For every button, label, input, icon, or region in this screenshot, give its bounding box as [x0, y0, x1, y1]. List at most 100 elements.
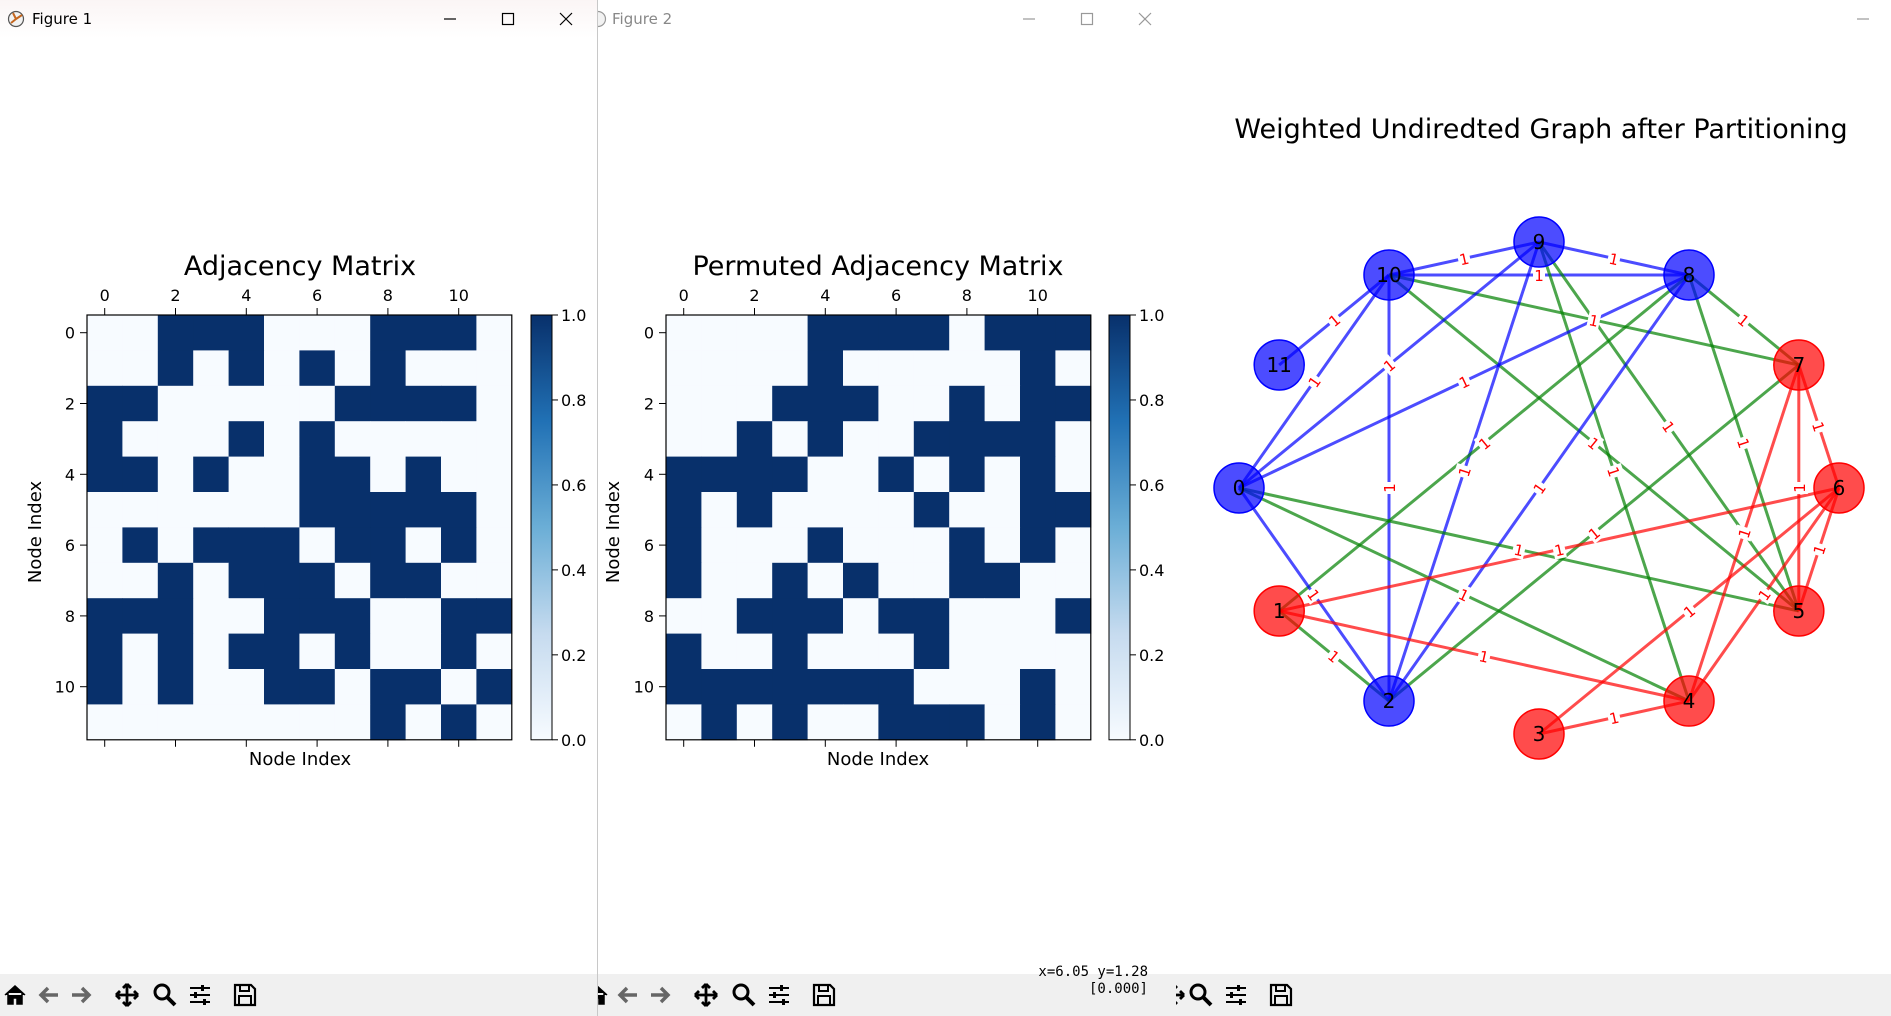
- graph-node: 10: [1363, 249, 1415, 301]
- zoom-icon: [1189, 983, 1213, 1007]
- matrix-cell: [949, 385, 985, 422]
- matrix-cell: [878, 492, 915, 528]
- save-button[interactable]: [230, 981, 260, 1009]
- edge-label-background: [1454, 370, 1474, 393]
- node-label: 11: [1266, 353, 1291, 377]
- minimize-button[interactable]: [1834, 0, 1891, 38]
- configure-subplots-button[interactable]: [764, 981, 794, 1009]
- matrix-cell: [843, 350, 879, 387]
- configure-subplots-button[interactable]: [1221, 981, 1251, 1009]
- forward-button[interactable]: [66, 981, 96, 1009]
- figure1-titlebar[interactable]: Figure 1: [0, 0, 597, 38]
- home-icon: [598, 985, 608, 1005]
- graph-node: 6: [1813, 462, 1865, 514]
- forward-button[interactable]: [645, 981, 675, 1009]
- matrix-cell: [228, 492, 265, 528]
- matrix-cell: [228, 562, 265, 599]
- close-icon: [1138, 12, 1152, 26]
- back-button[interactable]: [613, 981, 643, 1009]
- edge-weight-label: 1: [1733, 434, 1755, 452]
- matrix-cell: [193, 492, 229, 528]
- matrix-cell: [913, 492, 950, 528]
- matrix-cell: [701, 456, 738, 493]
- minimize-button[interactable]: [1000, 0, 1058, 38]
- maximize-button[interactable]: [479, 0, 537, 38]
- pan-button[interactable]: [691, 981, 721, 1009]
- minimize-button[interactable]: [421, 0, 479, 38]
- edge-weight-label: 1: [1533, 265, 1545, 285]
- zoom-button[interactable]: [729, 981, 759, 1009]
- edge-weight-label: 1: [1528, 477, 1550, 499]
- matrix-cell: [772, 385, 808, 422]
- matrix-cell: [807, 456, 844, 493]
- node-circle: [1513, 708, 1565, 760]
- edge-label-background: [1753, 584, 1775, 605]
- zoom-button[interactable]: [150, 981, 180, 1009]
- save-button[interactable]: [1266, 981, 1296, 1009]
- zoom-button[interactable]: [1186, 981, 1216, 1009]
- close-button[interactable]: [1116, 0, 1174, 38]
- matrix-cell: [772, 633, 808, 670]
- home-button[interactable]: [598, 981, 612, 1009]
- matrix-cell: [1055, 527, 1092, 564]
- matrix-cell: [157, 350, 194, 387]
- matrix-cell: [984, 598, 1021, 634]
- matrix-cell: [228, 527, 265, 564]
- edge-label-background: [1453, 463, 1475, 481]
- matrix-cell: [334, 385, 371, 422]
- matrix-cell: [228, 598, 265, 634]
- matrix-cell: [299, 704, 336, 741]
- save-icon: [1269, 983, 1293, 1007]
- edge-label-background: [1606, 248, 1622, 269]
- edge-weight-text: 1: [1587, 311, 1600, 331]
- matrix-cell: [441, 315, 477, 351]
- figure2-titlebar[interactable]: Figure 2: [598, 0, 1176, 38]
- matrix-cell: [370, 562, 406, 599]
- matrix-cell: [441, 350, 477, 387]
- matrix-cell: [441, 492, 477, 528]
- edge-weight-label: 1: [1789, 482, 1809, 494]
- x-tick-label: 2: [170, 286, 180, 305]
- matrix-cell: [370, 492, 406, 528]
- matrix-cell: [405, 421, 442, 457]
- matrix-cell: [370, 350, 406, 387]
- matrix-cell: [405, 669, 442, 705]
- matrix-cell: [949, 669, 985, 705]
- matrix-cell: [122, 633, 159, 670]
- configure-subplots-button[interactable]: [185, 981, 215, 1009]
- back-button[interactable]: [34, 981, 64, 1009]
- forward-arrow-icon: [72, 986, 92, 1004]
- pan-button[interactable]: [1176, 981, 1188, 1009]
- node-circle: [1213, 462, 1265, 514]
- node-circle: [1363, 249, 1415, 301]
- node-label: 9: [1533, 230, 1546, 254]
- matrix-cell: [405, 492, 442, 528]
- back-arrow-icon: [38, 986, 58, 1004]
- x-tick-label: 0: [679, 286, 689, 305]
- matrix-cell: [405, 456, 442, 493]
- colorbar-tick-label: 0.4: [1139, 561, 1164, 580]
- pan-button[interactable]: [112, 981, 142, 1009]
- figure3-titlebar[interactable]: [1176, 0, 1891, 38]
- node-circle: [1773, 339, 1825, 391]
- graph-node: 9: [1513, 216, 1565, 268]
- matrix-cell: [299, 598, 336, 634]
- matrix-cell: [843, 527, 879, 564]
- matrix-cell: [334, 492, 371, 528]
- matrix-cell: [334, 633, 371, 670]
- node-circle: [1363, 675, 1415, 727]
- matrix-cell: [878, 527, 915, 564]
- edge-weight-label: 1: [1606, 707, 1622, 728]
- close-button[interactable]: [537, 0, 595, 38]
- home-button[interactable]: [0, 981, 30, 1009]
- save-button[interactable]: [809, 981, 839, 1009]
- edge-weight-label: 1: [1658, 416, 1680, 437]
- colorbar: [1108, 314, 1131, 741]
- matrix-cell: [87, 669, 123, 705]
- matrix-cell: [701, 315, 738, 351]
- navigation-toolbar: [0, 974, 597, 1016]
- maximize-button[interactable]: [1058, 0, 1116, 38]
